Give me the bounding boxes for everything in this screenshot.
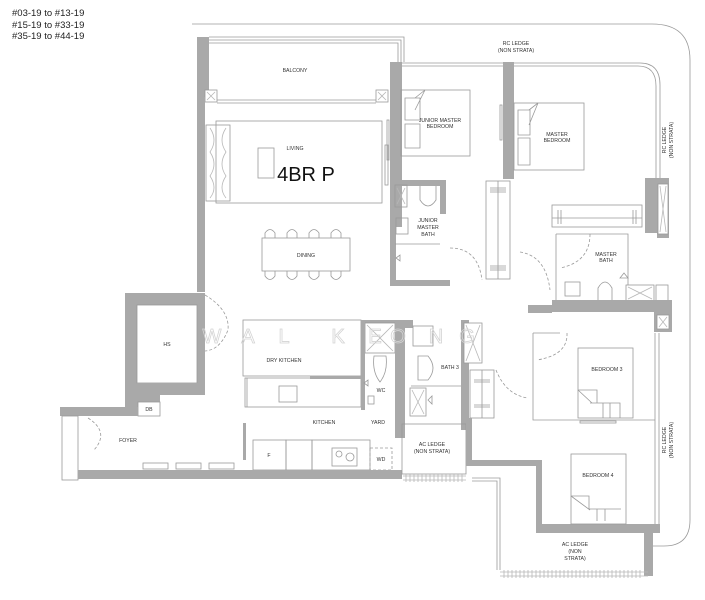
wc: WC <box>361 320 405 438</box>
ac-ledge-2-label-1: AC LEDGE <box>562 542 589 548</box>
rc-ledge-right-bottom-label-1: RC LEDGE <box>662 426 668 453</box>
bedroom-4-bottom-wall <box>536 524 660 533</box>
bedroom-4: BEDROOM 4 <box>570 453 627 525</box>
rc-ledge-top-label-2: (NON STRATA) <box>498 48 534 54</box>
ac-ledge-2-right-wall <box>644 524 653 576</box>
dry-kitchen-label: DRY KITCHEN <box>267 358 302 364</box>
unit-range-1: #03-19 to #13-19 <box>12 8 85 19</box>
watermark-letter: L <box>278 326 289 348</box>
watermark: W A L K E O N G <box>202 326 475 349</box>
watermark-letter: K <box>331 326 345 348</box>
balcony-label: BALCONY <box>283 68 308 74</box>
rc-ledge-right-top-label-1: RC LEDGE <box>662 126 668 153</box>
bedroom-3-top-wall <box>528 305 552 313</box>
master-bedroom-label-1: MASTER <box>546 132 568 138</box>
master-bath-label-2: BATH <box>599 258 613 264</box>
fridge-label: F <box>267 453 270 459</box>
bedroom-4-top-wall-left <box>466 460 536 466</box>
wardrobe <box>485 180 551 291</box>
hs-label: HS <box>163 342 171 348</box>
kitchen-label: KITCHEN <box>313 420 336 426</box>
rc-ledge-right-top-label-2: (NON STRATA) <box>669 122 675 158</box>
washer-dryer-label: WD <box>377 457 386 463</box>
yard-label: YARD <box>371 420 385 426</box>
ac-ledge-2-label-3: STRATA) <box>564 556 586 562</box>
junior-master-bath-label-1: JUNIOR <box>418 218 438 224</box>
ac-ledge-1-label-2: (NON STRATA) <box>414 449 450 455</box>
dining-table: DINING <box>261 229 351 280</box>
junior-master-bedroom-label-2: BEDROOM <box>427 124 454 130</box>
foyer: FOYER <box>60 407 248 481</box>
unit-type-label: 4BR P <box>277 164 335 186</box>
junior-master-bath-label-3: BATH <box>421 232 435 238</box>
watermark-letter: N <box>429 326 443 348</box>
bedroom-3: BEDROOM 3 RC LEDGE (NON STRATA) <box>532 332 675 530</box>
watermark-letter: A <box>241 326 255 348</box>
bath-3: BATH 3 <box>405 320 529 430</box>
living-label: LIVING <box>286 146 303 152</box>
master-bath-label-1: MASTER <box>595 252 617 258</box>
master-bedroom: MASTER BEDROOM <box>499 62 661 180</box>
watermark-letter: W <box>203 326 222 348</box>
watermark-letter: E <box>368 326 381 348</box>
ac-ledge-wall <box>466 418 472 464</box>
ac-ledge-1-label-1: AC LEDGE <box>419 442 446 448</box>
rc-ledge-outline <box>192 23 691 547</box>
unit-range-3: #35-19 to #44-19 <box>12 31 85 42</box>
watermark-letter: G <box>459 326 475 348</box>
ac-ledge-2: AC LEDGE (NON STRATA) <box>472 477 648 578</box>
bedroom-4-label: BEDROOM 4 <box>582 473 613 479</box>
ac-ledge-1: AC LEDGE (NON STRATA) <box>401 423 467 482</box>
junior-master-bath-label-2: MASTER <box>417 225 439 231</box>
master-bedroom-label-2: BEDROOM <box>544 138 571 144</box>
wc-label: WC <box>377 388 386 394</box>
foyer-label: FOYER <box>119 438 137 444</box>
db-label: DB <box>145 407 153 413</box>
bedroom-4-left-wall <box>536 460 542 528</box>
bedroom-3-label: BEDROOM 3 <box>591 367 622 373</box>
rc-ledge-right-bottom-label-2: (NON STRATA) <box>669 422 675 458</box>
unit-number-list: #03-19 to #13-19 #15-19 to #33-19 #35-19… <box>12 8 84 43</box>
unit-range-2: #15-19 to #33-19 <box>12 19 85 31</box>
bath-3-label: BATH 3 <box>441 365 459 371</box>
living-room: LIVING 4BR P <box>205 120 389 204</box>
balcony: BALCONY <box>197 36 405 104</box>
ac-ledge-2-label-2: (NON <box>568 549 582 555</box>
dining-label: DINING <box>297 253 315 259</box>
household-shelter: HS DB <box>125 293 229 417</box>
watermark-letter: O <box>390 326 406 348</box>
bedroom-divider-wall <box>503 62 514 179</box>
junior-master-bedroom-label-1: JUNIOR MASTER <box>419 118 462 124</box>
rc-ledge-top-label-1: RC LEDGE <box>503 41 530 47</box>
junior-master-bath: JUNIOR MASTER BATH <box>390 180 483 286</box>
master-bath: MASTER BATH <box>551 178 672 332</box>
living-wall-left <box>197 97 205 292</box>
